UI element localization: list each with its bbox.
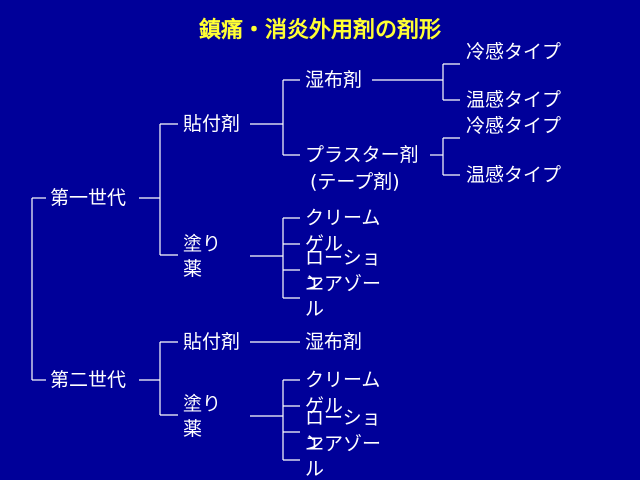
gen1-label: 第一世代 [50, 187, 127, 209]
diagram-title: 鎮痛・消炎外用剤の剤形 [198, 18, 441, 43]
gen1-coating-item: ゲル [305, 233, 344, 255]
gen1-plaster-label: プラスター剤 [305, 144, 419, 166]
gen2-label: 第二世代 [50, 369, 127, 391]
poultice-cool-label: 冷感タイプ [466, 41, 562, 63]
gen2-coating-item: ローション [305, 407, 381, 454]
gen2-coating-item: クリーム [305, 369, 381, 391]
gen1-plaster-sublabel: (テープ剤) [310, 171, 400, 193]
gen2-coating-item: ゲル [305, 395, 344, 417]
poultice-warm-label: 温感タイプ [466, 89, 562, 111]
gen2-coating-label: 塗り薬 [183, 393, 222, 440]
gen1-coating-item: ローション [305, 247, 381, 294]
plaster-cool-label: 冷感タイプ [466, 115, 562, 137]
gen1-coating-item: エアゾール [305, 273, 382, 320]
gen1-poultice-label: 湿布剤 [305, 69, 363, 91]
gen2-coating-item: エアゾール [305, 433, 382, 480]
gen1-patch-label: 貼付剤 [183, 113, 241, 135]
gen1-coating-label: 塗り薬 [183, 233, 222, 280]
gen2-poultice-label: 湿布剤 [305, 331, 363, 353]
gen2-patch-label: 貼付剤 [183, 331, 241, 353]
gen1-coating-item: クリーム [305, 207, 381, 229]
plaster-warm-label: 温感タイプ [466, 164, 562, 186]
